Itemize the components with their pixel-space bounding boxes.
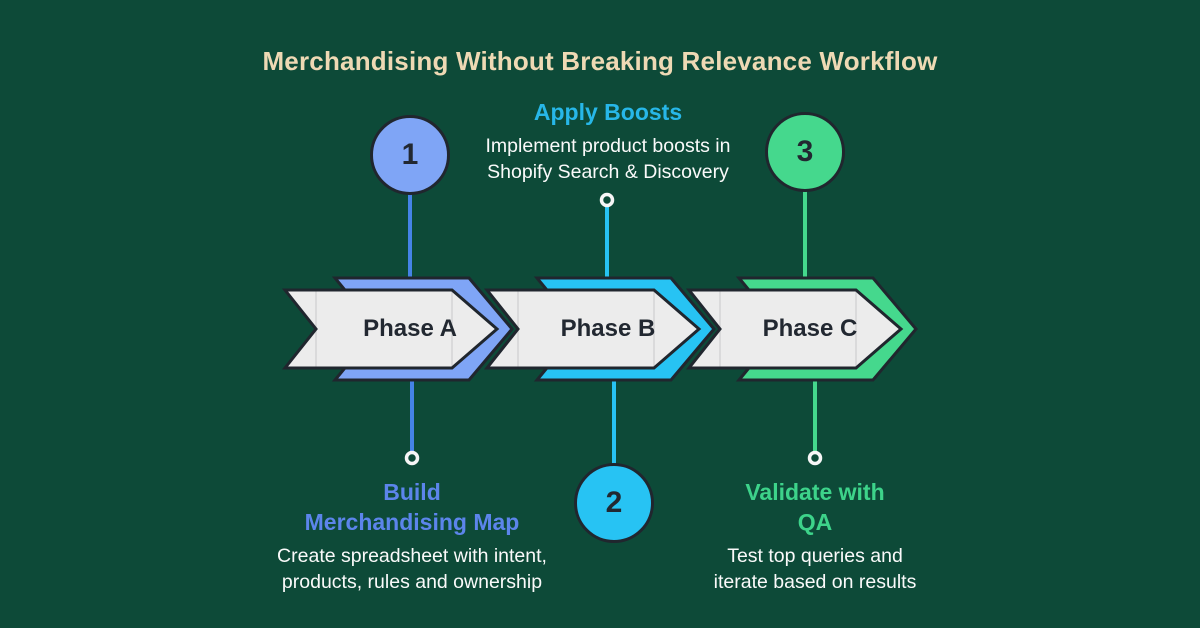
connector-dot-step2-top	[599, 192, 615, 208]
phase-c-arrow	[685, 288, 904, 370]
step2-heading: Apply Boosts	[533, 99, 683, 125]
step3-desc-line1: Test top queries and	[727, 545, 903, 567]
step2-number-circle: 2	[574, 463, 654, 543]
phase-a-label: Phase A	[363, 315, 457, 342]
step2-desc-line2: Shopify Search & Discovery	[487, 161, 729, 183]
step1-heading-line1: Build	[383, 479, 441, 505]
step3-desc-line2: iterate based on results	[713, 571, 917, 593]
phase-a-arrow	[281, 288, 500, 370]
step2-number: 2	[605, 486, 623, 519]
phase-b-label: Phase B	[560, 315, 656, 342]
step1-number: 1	[401, 138, 419, 171]
phase-b-arrow	[483, 288, 702, 370]
step3-number-circle: 3	[765, 112, 845, 192]
step3-heading-line1: Validate with	[745, 479, 885, 505]
step2-desc-line1: Implement product boosts in	[485, 135, 731, 157]
page-title: Merchandising Without Breaking Relevance…	[262, 46, 938, 76]
step3-text-block: Validate with QA Test top queries and it…	[655, 477, 975, 595]
step1-desc-line2: products, rules and ownership	[281, 571, 543, 593]
connector-dot-step3-bottom	[807, 450, 823, 466]
connector-dot-step1-bottom	[404, 450, 420, 466]
step1-number-circle: 1	[370, 115, 450, 195]
step1-heading-line2: Merchandising Map	[304, 509, 520, 535]
step2-text-block: Apply Boosts Implement product boosts in…	[448, 97, 768, 185]
step1-desc-line1: Create spreadsheet with intent,	[277, 545, 547, 567]
step3-heading-line2: QA	[797, 509, 833, 535]
step1-text-block: Build Merchandising Map Create spreadshe…	[252, 477, 572, 595]
step3-number: 3	[796, 135, 814, 168]
phase-c-label: Phase C	[762, 315, 858, 342]
